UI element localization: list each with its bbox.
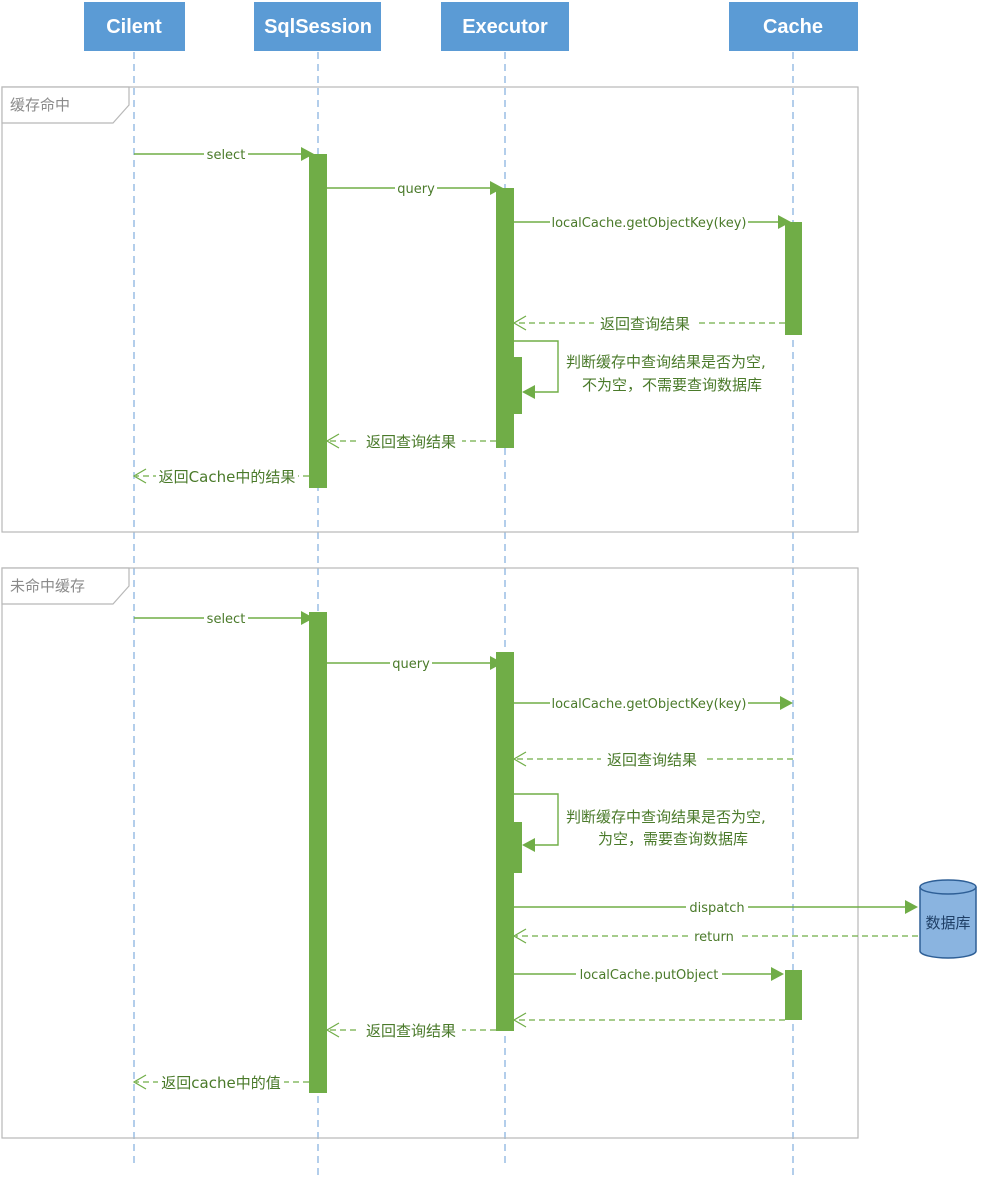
activation-cache-miss (785, 970, 802, 1020)
msg-judge-hit-line1: 判断缓存中查询结果是否为空, (566, 353, 766, 371)
msg-select-miss-label: select (207, 612, 246, 627)
database-cylinder-icon: 数据库 (919, 879, 977, 959)
msg-getkey-hit-label: localCache.getObjectKey(key) (551, 216, 746, 231)
open-arrowhead-icon (512, 315, 527, 331)
arrowhead-icon (301, 147, 314, 161)
arrowhead-icon (522, 385, 535, 399)
participant-executor-label: Executor (462, 16, 548, 38)
database-label: 数据库 (925, 914, 970, 932)
participant-sqlsession-label: SqlSession (264, 16, 372, 38)
activation-sqlsession-miss (309, 612, 327, 1093)
msg-cache-return-miss-label: 返回查询结果 (607, 751, 697, 769)
open-arrowhead-icon (132, 1074, 147, 1090)
arrowhead-icon (301, 611, 314, 625)
msg-cache-return-hit-label: 返回查询结果 (600, 315, 690, 333)
msg-executor-return-hit-label: 返回查询结果 (366, 433, 456, 451)
participant-client-label: Cilent (106, 16, 162, 38)
msg-query-miss-label: query (392, 657, 430, 672)
msg-getkey-miss-label: localCache.getObjectKey(key) (551, 697, 746, 712)
msg-putobject-label: localCache.putObject (580, 968, 719, 983)
activation-executor-self-miss (505, 822, 522, 873)
frame-cache-miss-label: 未命中缓存 (10, 577, 85, 595)
participant-client: Cilent (84, 2, 185, 51)
activation-sqlsession-hit (309, 154, 327, 488)
activation-executor-self-hit (505, 357, 522, 414)
frame-cache-miss (1, 567, 859, 1139)
arrowhead-icon (490, 656, 503, 670)
msg-select-hit-label: select (207, 148, 246, 163)
activation-cache-hit (785, 222, 802, 335)
msg-query-hit-label: query (397, 182, 435, 197)
frame-cache-hit-label: 缓存命中 (10, 96, 70, 114)
open-arrowhead-icon (132, 468, 147, 484)
frame-cache-hit-tag (1, 86, 130, 124)
participant-cache-label: Cache (763, 16, 823, 38)
arrowhead-icon (780, 696, 793, 710)
participant-sqlsession: SqlSession (254, 2, 381, 51)
msg-session-return-miss-label: 返回cache中的值 (161, 1074, 280, 1092)
participant-cache: Cache (729, 2, 858, 51)
open-arrowhead-icon (325, 1022, 340, 1038)
open-arrowhead-icon (512, 928, 527, 944)
msg-return-label: return (694, 930, 734, 945)
frame-cache-hit (1, 86, 859, 533)
msg-judge-hit-line2: 不为空，不需要查询数据库 (582, 376, 762, 394)
arrowhead-icon (490, 181, 503, 195)
open-arrowhead-icon (512, 1012, 527, 1028)
arrowhead-icon (778, 215, 791, 229)
arrowhead-icon (905, 900, 918, 914)
msg-judge-hit (514, 340, 559, 393)
msg-judge-miss (514, 793, 559, 846)
msg-judge-miss-line1: 判断缓存中查询结果是否为空, (566, 808, 766, 826)
msg-judge-miss-line2: 为空，需要查询数据库 (598, 830, 748, 848)
arrowhead-icon (771, 967, 784, 981)
participant-executor: Executor (441, 2, 569, 51)
msg-session-return-hit-label: 返回Cache中的结果 (159, 468, 296, 486)
arrowhead-icon (522, 838, 535, 852)
open-arrowhead-icon (325, 433, 340, 449)
open-arrowhead-icon (512, 751, 527, 767)
msg-dispatch-label: dispatch (689, 901, 744, 916)
frame-cache-miss-tag (1, 567, 130, 605)
msg-executor-return-miss-label: 返回查询结果 (366, 1022, 456, 1040)
